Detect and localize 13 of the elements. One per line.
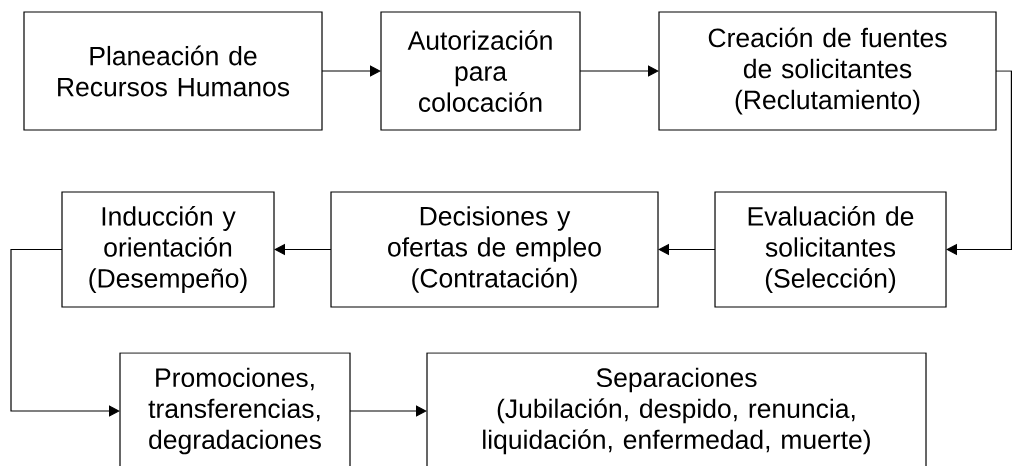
arrow: [10, 248, 120, 417]
process-box: Creación de fuentes de solicitantes (Reclutamiento): [658, 11, 997, 131]
arrow: [579, 65, 659, 77]
arrow: [321, 65, 381, 77]
process-box: Inducción y orientación (Desempeño): [61, 191, 275, 308]
arrow: [349, 405, 427, 417]
process-box: Planeación de Recursos Humanos: [23, 11, 323, 131]
process-box: Promociones, transferencias, degradaciones: [119, 352, 351, 466]
process-box: Decisiones y ofertas de empleo (Contratación): [330, 191, 659, 308]
process-box: Autorización para colocación: [380, 11, 581, 131]
process-box: Evaluación de solicitantes (Selección): [714, 191, 947, 308]
process-box: Separaciones (Jubilación, despido, renuncia, liquidación, enfermedad, muerte): [426, 352, 927, 466]
arrow: [946, 70, 1012, 256]
